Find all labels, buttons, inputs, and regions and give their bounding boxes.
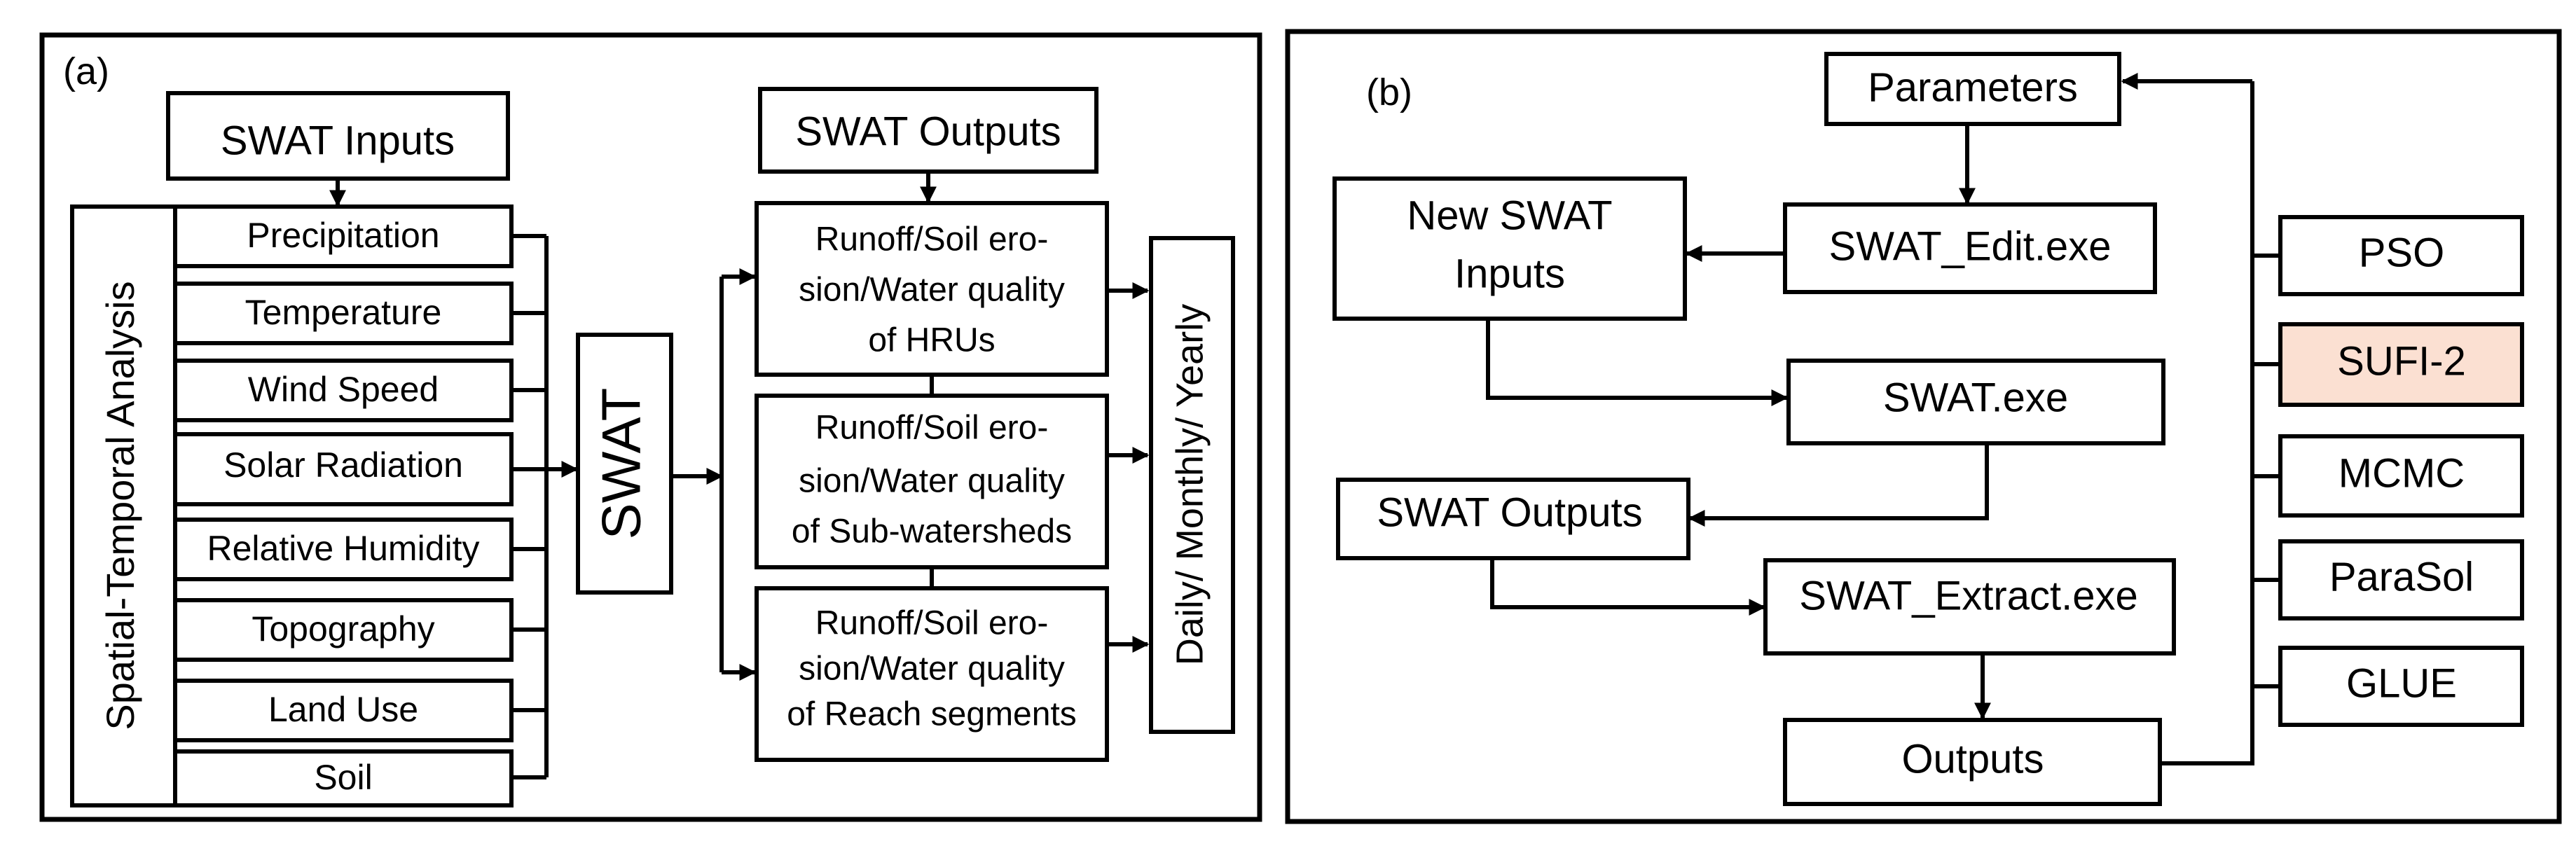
swat-extract-label: SWAT_Extract.exe: [1799, 573, 2137, 618]
panel-b: (b) Parameters SWAT_Edit.exe New SWAT In…: [1285, 29, 2562, 824]
algorithm-pso-label: PSO: [2359, 230, 2445, 275]
algorithm-parasol: ParaSol: [2278, 539, 2524, 620]
swat-outputs-title: SWAT Outputs: [795, 109, 1061, 154]
input-precipitation: Precipitation: [173, 204, 514, 268]
output-reach-segments-line-2: sion/Water quality: [799, 651, 1065, 688]
parameters-box: Parameters: [1824, 52, 2121, 126]
input-land-use: Land Use: [173, 679, 514, 742]
swat-edit-box: SWAT_Edit.exe: [1783, 202, 2157, 294]
swat-outputs-box: SWAT Outputs: [1336, 478, 1690, 560]
input-temperature-label: Temperature: [245, 293, 442, 332]
swat-outputs-label: SWAT Outputs: [1377, 490, 1642, 535]
input-solar-radiation: Solar Radiation: [173, 432, 514, 506]
output-hrus: Runoff/Soil ero- sion/Water quality of H…: [755, 201, 1109, 377]
input-land-use-label: Land Use: [268, 690, 418, 729]
swat-extract-box: SWAT_Extract.exe: [1763, 558, 2176, 656]
swat-inputs-title-box: SWAT Inputs: [166, 91, 510, 181]
spatial-temporal-label: Spatial-Temporal Analysis: [98, 281, 142, 730]
time-scale-label: Daily/ Monthly/ Yearly: [1169, 304, 1211, 665]
output-hrus-line-2: sion/Water quality: [799, 272, 1065, 309]
output-hrus-line-1: Runoff/Soil ero-: [815, 221, 1049, 258]
input-topography: Topography: [173, 598, 514, 662]
output-reach-segments-line-1: Runoff/Soil ero-: [815, 605, 1049, 642]
input-wind-speed: Wind Speed: [173, 359, 514, 422]
algorithm-sufi-2: SUFI-2: [2278, 322, 2524, 407]
new-swat-inputs-line-1: New SWAT: [1407, 193, 1612, 238]
outputs-to-timescale-connectors: [1107, 282, 1150, 653]
input-relative-humidity-label: Relative Humidity: [207, 529, 479, 568]
algorithm-mcmc: MCMC: [2278, 434, 2524, 518]
outputs-label: Outputs: [1901, 736, 2044, 782]
output-sub-watersheds-line-2: sion/Water quality: [799, 463, 1065, 500]
outputs-box: Outputs: [1783, 718, 2162, 806]
swat-edit-label: SWAT_Edit.exe: [1829, 223, 2112, 269]
time-scale-box: Daily/ Monthly/ Yearly: [1149, 236, 1235, 734]
algorithm-pso: PSO: [2278, 215, 2524, 296]
input-connectors: [511, 234, 579, 779]
swat-model-box: SWAT: [576, 333, 673, 595]
swat-outputs-title-box: SWAT Outputs: [758, 87, 1098, 174]
new-swat-inputs-box: New SWAT Inputs: [1332, 176, 1687, 321]
panel-a-label: (a): [63, 50, 109, 92]
output-reach-segments-line-3: of Reach segments: [787, 696, 1077, 733]
swat-to-outputs-connectors: [671, 268, 757, 681]
algorithm-mcmc-label: MCMC: [2339, 450, 2465, 496]
panel-a: (a) SWAT Inputs Spatial-Temporal Analysi…: [39, 32, 1262, 822]
feedback-loop: [2121, 73, 2280, 765]
output-sub-watersheds-line-3: of Sub-watersheds: [792, 513, 1072, 550]
parameters-label: Parameters: [1868, 64, 2078, 110]
output-hrus-line-3: of HRUs: [868, 322, 995, 359]
algorithm-glue-label: GLUE: [2346, 660, 2457, 706]
algorithm-parasol-label: ParaSol: [2329, 554, 2474, 599]
output-reach-segments: Runoff/Soil ero- sion/Water quality of R…: [755, 586, 1109, 762]
output-sub-watersheds-line-1: Runoff/Soil ero-: [815, 410, 1049, 447]
input-wind-speed-label: Wind Speed: [248, 370, 439, 409]
algorithm-sufi-2-label: SUFI-2: [2337, 338, 2466, 384]
input-relative-humidity: Relative Humidity: [173, 518, 514, 581]
output-sub-watersheds: Runoff/Soil ero- sion/Water quality of S…: [755, 394, 1109, 569]
swat-exe-label: SWAT.exe: [1883, 375, 2068, 420]
algorithm-glue: GLUE: [2278, 646, 2524, 727]
input-solar-radiation-label: Solar Radiation: [223, 445, 463, 485]
input-soil-label: Soil: [314, 758, 372, 797]
input-temperature: Temperature: [173, 282, 514, 345]
input-precipitation-label: Precipitation: [247, 216, 439, 255]
spatial-temporal-analysis-box: Spatial-Temporal Analysis: [70, 204, 177, 807]
input-topography-label: Topography: [252, 609, 434, 649]
swat-inputs-title: SWAT Inputs: [221, 118, 455, 163]
new-swat-inputs-line-2: Inputs: [1454, 251, 1565, 296]
input-soil: Soil: [173, 749, 514, 807]
panel-b-label: (b): [1366, 71, 1412, 113]
swat-exe-box: SWAT.exe: [1786, 359, 2165, 445]
swat-model-label: SWAT: [591, 388, 652, 540]
